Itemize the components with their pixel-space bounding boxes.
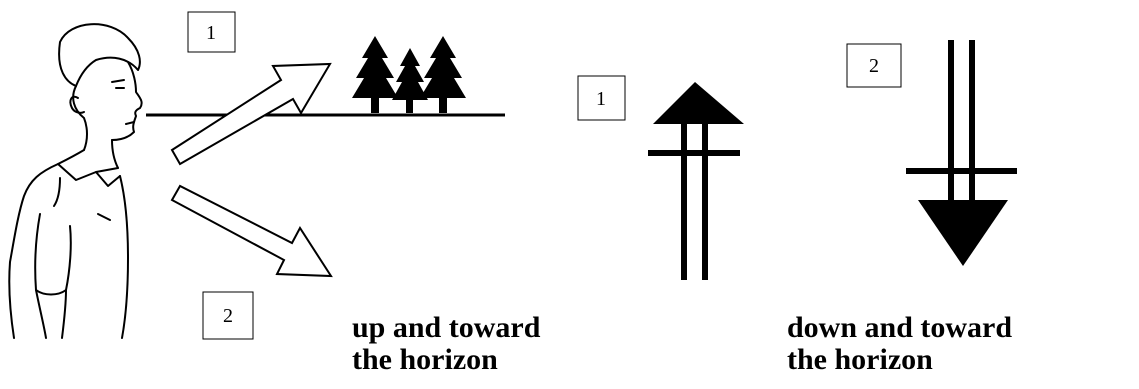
person-figure [9,24,141,338]
label-box-up-symbol-text: 1 [596,88,606,110]
up-horizon-symbol [648,82,744,280]
label-box-bottom-left: 2 [203,292,253,339]
caption-up-line2: the horizon [352,344,540,376]
down-arrow-outline [172,186,331,276]
caption-down-toward-horizon: down and toward the horizon [787,312,1012,376]
caption-down-line2: the horizon [787,344,1012,376]
label-box-top-left-text: 1 [206,22,216,44]
trees-icon [352,36,466,113]
label-box-bottom-left-text: 2 [223,305,233,327]
label-box-down-symbol-text: 2 [869,55,879,77]
label-box-up-symbol: 1 [578,76,625,120]
caption-down-line1: down and toward [787,312,1012,344]
caption-up-toward-horizon: up and toward the horizon [352,312,540,376]
down-horizon-symbol [906,40,1017,266]
caption-up-line1: up and toward [352,312,540,344]
label-box-down-symbol: 2 [847,44,901,87]
label-box-top-left: 1 [188,12,235,52]
